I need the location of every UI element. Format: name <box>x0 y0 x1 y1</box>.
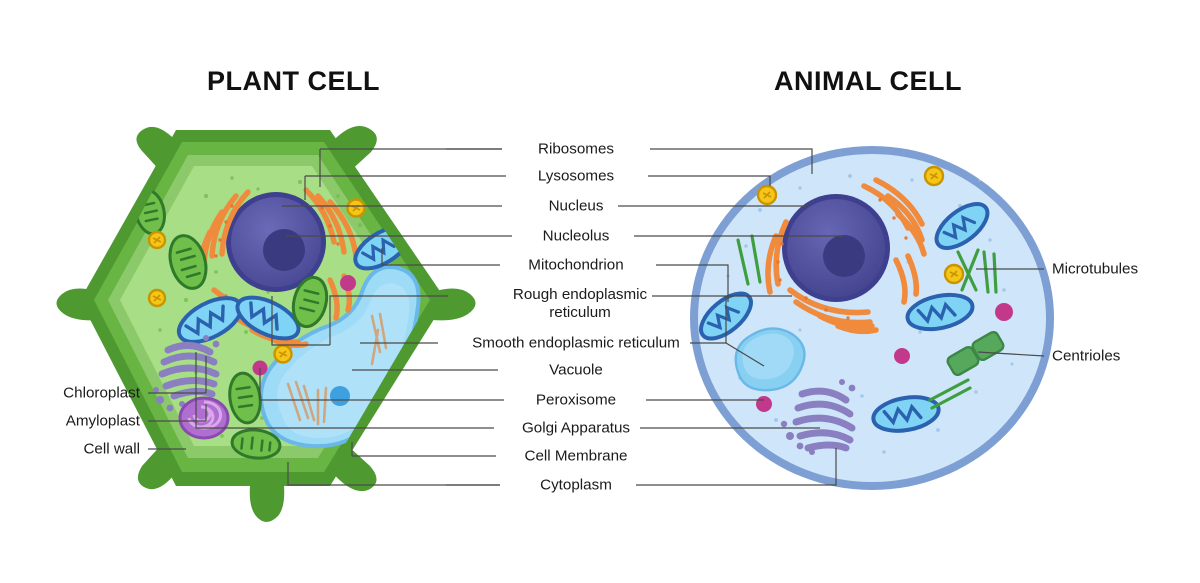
label-centrioles: Centrioles <box>1052 347 1121 365</box>
leader-centrioles <box>977 351 1045 357</box>
label-amyloplast: Amyloplast <box>65 412 140 430</box>
lysosome-animal-3 <box>943 263 965 285</box>
label-lysosomes: Lysosomes <box>537 167 615 185</box>
nucleolus-plant <box>263 229 305 271</box>
chloroplast-1 <box>168 234 208 290</box>
mitochondrion-plant-2 <box>235 295 301 341</box>
leader-animal-lysosomes <box>648 175 771 186</box>
label-cell-membrane: Cell Membrane <box>524 447 628 465</box>
rough-er-ribosome-dots-animal <box>776 198 908 320</box>
nucleus-plant <box>226 192 326 292</box>
peroxisome-animal-3 <box>756 396 772 412</box>
mitochondrion-animal-3 <box>905 292 975 332</box>
label-smooth-endoplasmic-reticulum: Smooth endoplasmic reticulum <box>472 334 680 352</box>
label-cell-wall: Cell wall <box>83 440 140 458</box>
microtubules-animal <box>736 234 998 410</box>
peroxisome-animal-1 <box>995 303 1013 321</box>
vacuole-inclusion <box>330 386 350 406</box>
golgi-apparatus-plant <box>158 342 220 400</box>
animal-cell-illustration <box>690 146 1054 490</box>
cytoplasm-animal <box>698 154 1046 482</box>
leader-lines <box>148 148 1045 486</box>
golgi-vesicles-animal <box>780 379 856 455</box>
label-golgi-apparatus: Golgi Apparatus <box>521 419 631 437</box>
lysosome-plant-4 <box>273 344 293 364</box>
leader-plant-rough-er <box>271 296 330 346</box>
label-nucleus: Nucleus <box>548 197 604 215</box>
mitochondrion-animal-4 <box>871 395 941 433</box>
leader-animal-ribosomes <box>650 148 813 174</box>
leader-plant-cytoplasm <box>287 462 500 486</box>
plant-cell-title: PLANT CELL <box>207 66 380 96</box>
mitochondrion-animal-2 <box>934 202 990 250</box>
leader-plant-mitochondrion <box>381 248 500 266</box>
smooth-er-animal <box>734 327 806 392</box>
amyloplast-plant <box>178 396 230 440</box>
golgi-vesicles-plant <box>153 335 220 412</box>
nucleus-animal <box>782 194 890 302</box>
label-microtubules: Microtubules <box>1052 260 1139 278</box>
leader-plant-golgi <box>195 352 494 429</box>
label-cytoplasm: Cytoplasm <box>540 476 612 494</box>
leader-plant-peroxisome <box>259 368 504 401</box>
golgi-apparatus-animal <box>792 387 856 452</box>
leader-animal-mitochondrion <box>656 264 729 302</box>
label-vacuole: Vacuole <box>549 361 603 379</box>
label-nucleolus: Nucleolus <box>542 227 610 245</box>
chloroplast-4 <box>230 428 282 460</box>
nucleolus-animal <box>823 235 865 277</box>
animal-cell-title: ANIMAL CELL <box>774 66 962 96</box>
chloroplast-2 <box>291 275 329 329</box>
lysosome-plant-3 <box>346 198 366 218</box>
label-mitochondrion: Mitochondrion <box>528 256 624 274</box>
lysosome-plant-1 <box>147 230 167 250</box>
peroxisome-plant-1 <box>340 275 356 291</box>
rough-er-animal <box>765 177 927 335</box>
chloroplast-3 <box>228 371 262 425</box>
lysosome-animal-1 <box>756 184 778 206</box>
label-chloroplast: Chloroplast <box>63 384 140 402</box>
peroxisome-animal-2 <box>894 348 910 364</box>
leader-animal-cytoplasm <box>636 448 837 486</box>
lysosome-animal-2 <box>923 165 945 187</box>
leader-animal-smooth-er-b <box>725 342 765 367</box>
label-peroxisome: Peroxisome <box>535 391 617 409</box>
leader-plant-rough-er-b <box>329 295 448 345</box>
label-ribosomes: Ribosomes <box>538 140 614 158</box>
plant-cell-illustration <box>56 126 476 522</box>
lysosome-plant-2 <box>147 288 167 308</box>
